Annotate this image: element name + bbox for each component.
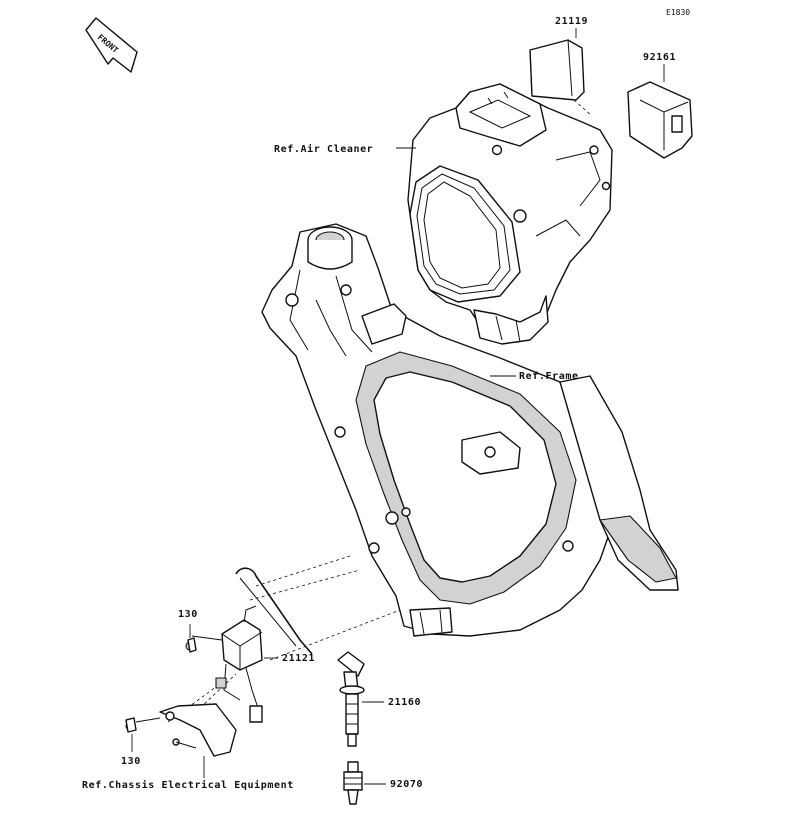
part-number-130-lower: 130	[121, 756, 141, 767]
part-number-21119: 21119	[555, 16, 588, 27]
air-cleaner-housing	[407, 83, 613, 345]
part-number-21160: 21160	[388, 697, 421, 708]
part-21119-block	[529, 39, 585, 101]
ref-frame-label: Ref.Frame	[519, 371, 579, 382]
part-92161-bracket	[627, 81, 693, 159]
part-number-92161: 92161	[643, 52, 676, 63]
ignition-coil-21121	[215, 605, 263, 723]
bolt-130-upper	[185, 635, 223, 653]
motorcycle-frame	[261, 223, 679, 637]
ref-air-cleaner-label: Ref.Air Cleaner	[274, 143, 373, 155]
front-arrow-icon: FRONT	[85, 17, 138, 73]
mounting-bracket	[159, 703, 237, 757]
bolt-130-lower	[125, 717, 161, 733]
diagram-code: E1830	[666, 8, 690, 17]
spark-plug-92070	[343, 761, 363, 805]
ref-chassis-electrical-label: Ref.Chassis Electrical Equipment	[82, 779, 294, 791]
part-number-92070: 92070	[390, 779, 423, 790]
part-number-130-upper: 130	[178, 609, 198, 620]
spark-plug-cap-21160	[337, 651, 365, 747]
part-number-21121: 21121	[282, 653, 315, 664]
